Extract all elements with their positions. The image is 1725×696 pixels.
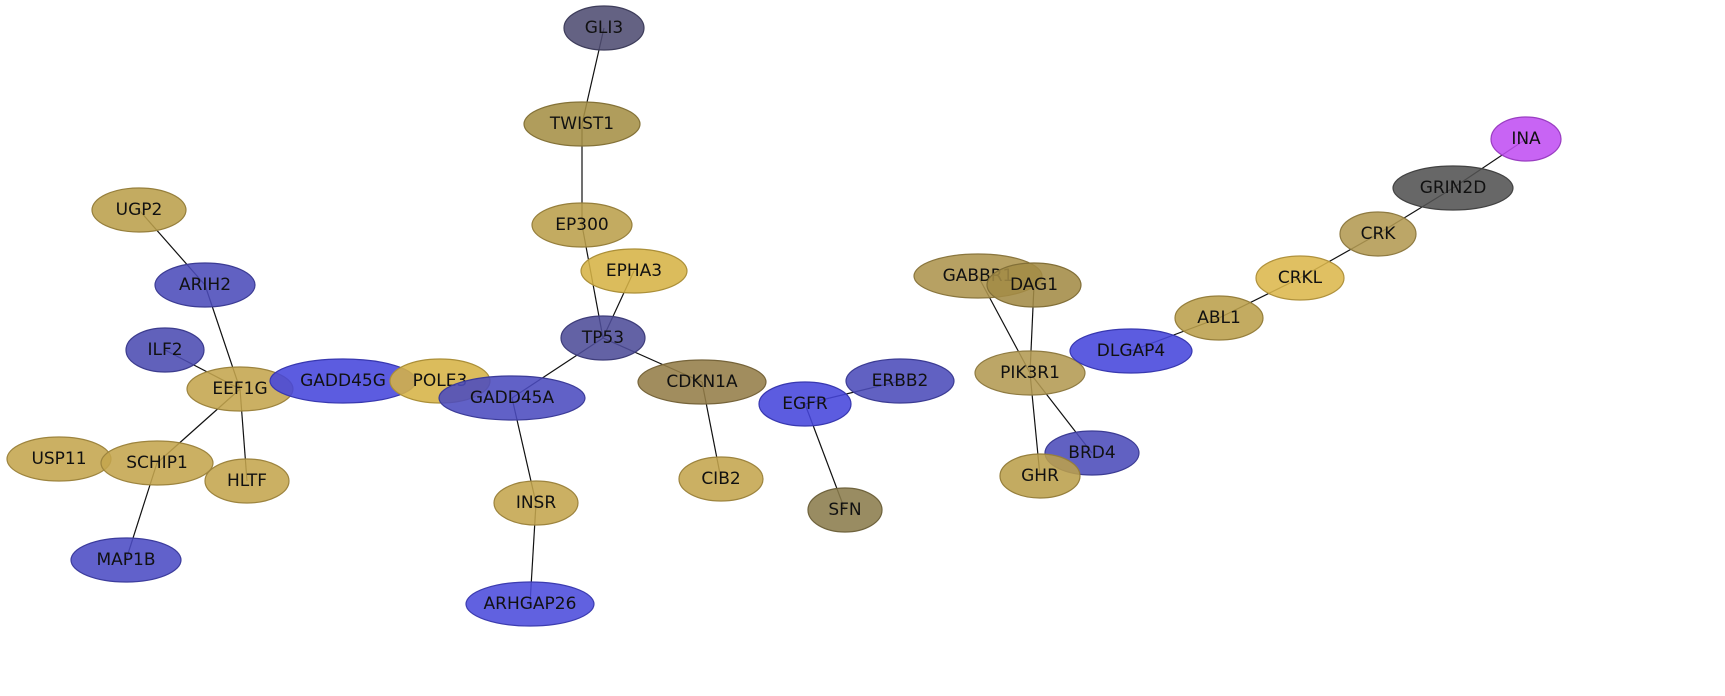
- node-shape-tp53: [560, 315, 646, 361]
- node-crkl[interactable]: CRKL: [1255, 255, 1345, 301]
- node-label-brd4: BRD4: [1068, 443, 1115, 463]
- node-shape-egfr: [758, 381, 852, 427]
- node-pik3r1[interactable]: PIK3R1: [974, 350, 1086, 396]
- node-label-crk: CRK: [1361, 224, 1397, 244]
- node-label-gadd45a: GADD45A: [470, 388, 555, 408]
- node-label-erbb2: ERBB2: [872, 371, 929, 391]
- node-label-eef1g: EEF1G: [212, 379, 267, 399]
- node-label-egfr: EGFR: [782, 394, 828, 414]
- node-crk[interactable]: CRK: [1339, 211, 1417, 257]
- node-cdkn1a[interactable]: CDKN1A: [637, 359, 767, 405]
- node-hltf[interactable]: HLTF: [204, 458, 290, 504]
- node-label-insr: INSR: [516, 493, 557, 513]
- node-label-ghr: GHR: [1021, 466, 1059, 486]
- node-shape-insr: [493, 480, 579, 526]
- node-shape-twist1: [523, 101, 641, 147]
- node-cib2[interactable]: CIB2: [678, 456, 764, 502]
- node-shape-gadd45a: [438, 375, 586, 421]
- node-shape-arhgap26: [465, 581, 595, 627]
- node-shape-hltf: [204, 458, 290, 504]
- node-shape-epha3: [580, 248, 688, 294]
- node-label-twist1: TWIST1: [549, 114, 614, 134]
- node-eef1g[interactable]: EEF1G: [186, 366, 294, 412]
- node-label-crkl: CRKL: [1278, 268, 1323, 288]
- node-shape-ugp2: [91, 187, 187, 233]
- node-shape-abl1: [1174, 295, 1264, 341]
- node-gli3[interactable]: GLI3: [563, 5, 645, 51]
- node-shape-crkl: [1255, 255, 1345, 301]
- node-label-gadd45g: GADD45G: [300, 371, 386, 391]
- node-gadd45g[interactable]: GADD45G: [269, 358, 417, 404]
- node-shape-ep300: [531, 202, 633, 248]
- node-label-sfn: SFN: [828, 500, 861, 520]
- node-label-dag1: DAG1: [1010, 275, 1058, 295]
- node-shape-crk: [1339, 211, 1417, 257]
- node-label-pik3r1: PIK3R1: [1000, 363, 1060, 383]
- node-gadd45a[interactable]: GADD45A: [438, 375, 586, 421]
- node-shape-sfn: [807, 487, 883, 533]
- node-tp53[interactable]: TP53: [560, 315, 646, 361]
- node-twist1[interactable]: TWIST1: [523, 101, 641, 147]
- node-label-ugp2: UGP2: [116, 200, 163, 220]
- node-shape-dlgap4: [1069, 328, 1193, 374]
- node-ghr[interactable]: GHR: [999, 453, 1081, 499]
- node-shape-erbb2: [845, 358, 955, 404]
- node-label-epha3: EPHA3: [606, 261, 662, 281]
- node-shape-arih2: [154, 262, 256, 308]
- node-epha3[interactable]: EPHA3: [580, 248, 688, 294]
- node-sfn[interactable]: SFN: [807, 487, 883, 533]
- node-ina[interactable]: INA: [1490, 116, 1562, 162]
- node-label-abl1: ABL1: [1197, 308, 1241, 328]
- node-label-ilf2: ILF2: [147, 340, 182, 360]
- node-label-ina: INA: [1511, 129, 1541, 149]
- node-label-hltf: HLTF: [227, 471, 267, 491]
- node-shape-cib2: [678, 456, 764, 502]
- node-label-cdkn1a: CDKN1A: [666, 372, 738, 392]
- node-shape-ina: [1490, 116, 1562, 162]
- node-erbb2[interactable]: ERBB2: [845, 358, 955, 404]
- node-ep300[interactable]: EP300: [531, 202, 633, 248]
- node-arhgap26[interactable]: ARHGAP26: [465, 581, 595, 627]
- node-dlgap4[interactable]: DLGAP4: [1069, 328, 1193, 374]
- node-shape-gli3: [563, 5, 645, 51]
- node-label-arih2: ARIH2: [179, 275, 231, 295]
- node-egfr[interactable]: EGFR: [758, 381, 852, 427]
- node-shape-ilf2: [125, 327, 205, 373]
- node-usp11[interactable]: USP11: [6, 436, 112, 482]
- node-label-arhgap26: ARHGAP26: [484, 594, 577, 614]
- node-shape-dag1: [986, 262, 1082, 308]
- node-shape-ghr: [999, 453, 1081, 499]
- node-insr[interactable]: INSR: [493, 480, 579, 526]
- node-label-cib2: CIB2: [701, 469, 740, 489]
- node-shape-grin2d: [1392, 165, 1514, 211]
- node-abl1[interactable]: ABL1: [1174, 295, 1264, 341]
- node-shape-map1b: [70, 537, 182, 583]
- node-label-grin2d: GRIN2D: [1420, 178, 1487, 198]
- node-ugp2[interactable]: UGP2: [91, 187, 187, 233]
- node-label-tp53: TP53: [581, 328, 624, 348]
- node-label-usp11: USP11: [31, 449, 86, 469]
- node-grin2d[interactable]: GRIN2D: [1392, 165, 1514, 211]
- node-dag1[interactable]: DAG1: [986, 262, 1082, 308]
- node-label-dlgap4: DLGAP4: [1097, 341, 1165, 361]
- node-label-schip1: SCHIP1: [126, 453, 188, 473]
- node-label-ep300: EP300: [555, 215, 608, 235]
- node-arih2[interactable]: ARIH2: [154, 262, 256, 308]
- node-ilf2[interactable]: ILF2: [125, 327, 205, 373]
- node-shape-cdkn1a: [637, 359, 767, 405]
- node-schip1[interactable]: SCHIP1: [100, 440, 214, 486]
- node-map1b[interactable]: MAP1B: [70, 537, 182, 583]
- node-shape-pik3r1: [974, 350, 1086, 396]
- node-shape-schip1: [100, 440, 214, 486]
- node-label-map1b: MAP1B: [96, 550, 155, 570]
- node-label-gli3: GLI3: [585, 18, 623, 38]
